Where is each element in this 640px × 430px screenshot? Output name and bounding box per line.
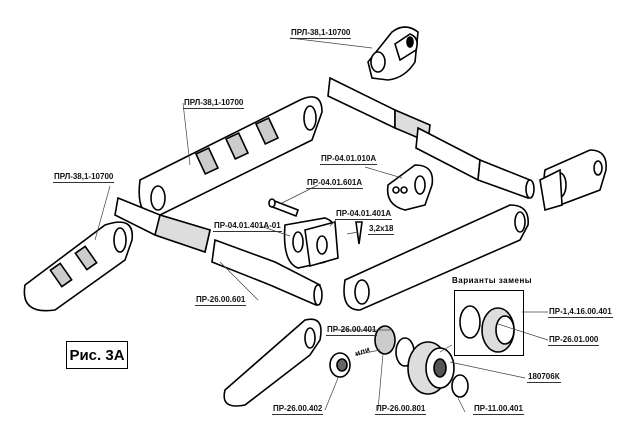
figure-title: Рис. 3А [66, 341, 128, 369]
label-prl-middle: ПРЛ-38,1-10700 [183, 98, 245, 109]
chain-left [23, 221, 134, 312]
label-pr-04-01-601a: ПР-04.01.601А [306, 178, 364, 189]
label-180706k: 180706К [527, 372, 561, 383]
label-pr-26-01-000: ПР-26.01.000 [548, 335, 600, 346]
chain-middle [138, 96, 323, 217]
label-pr-04-01-401a: ПР-04.01.401А [335, 209, 393, 220]
ring-11 [451, 374, 469, 398]
bearing-180706k [407, 341, 455, 395]
chain-link-top [367, 26, 419, 81]
label-pr-26-00-401: ПР-26.00.401 [326, 325, 378, 336]
shaft-right [327, 76, 535, 200]
label-cotter-size: 3,2х18 [368, 224, 395, 235]
cotter [355, 221, 363, 245]
plates-401a [283, 217, 339, 269]
label-pr-26-00-801: ПР-26.00.801 [375, 404, 427, 415]
link-010a [386, 164, 434, 211]
leader-lines [94, 37, 549, 413]
variant-bearing [459, 305, 515, 353]
seal-402 [329, 352, 351, 378]
variants-title: Варианты замены [452, 276, 533, 285]
label-pr-04-01-401a-01: ПР-04.01.401А-01 [213, 221, 282, 232]
label-prl-left: ПРЛ-38,1-10700 [53, 172, 115, 183]
variants-box [454, 290, 524, 356]
label-pr-04-01-010a: ПР-04.01.010А [320, 154, 378, 165]
label-pr-26-00-601: ПР-26.00.601 [195, 295, 247, 306]
label-pr-1-4-16-00-401: ПР-1,4.16.00.401 [548, 307, 613, 318]
chain-bottom [223, 318, 322, 407]
label-pr-26-00-402: ПР-26.00.402 [272, 404, 324, 415]
label-pr-11-00-401: ПР-11.00.401 [473, 404, 524, 415]
label-prl-top-right: ПРЛ-38,1-10700 [290, 28, 352, 39]
shaft-left [114, 196, 323, 307]
pin [268, 198, 300, 218]
chain-link-right [539, 149, 607, 212]
chain-right-lower [343, 204, 529, 311]
